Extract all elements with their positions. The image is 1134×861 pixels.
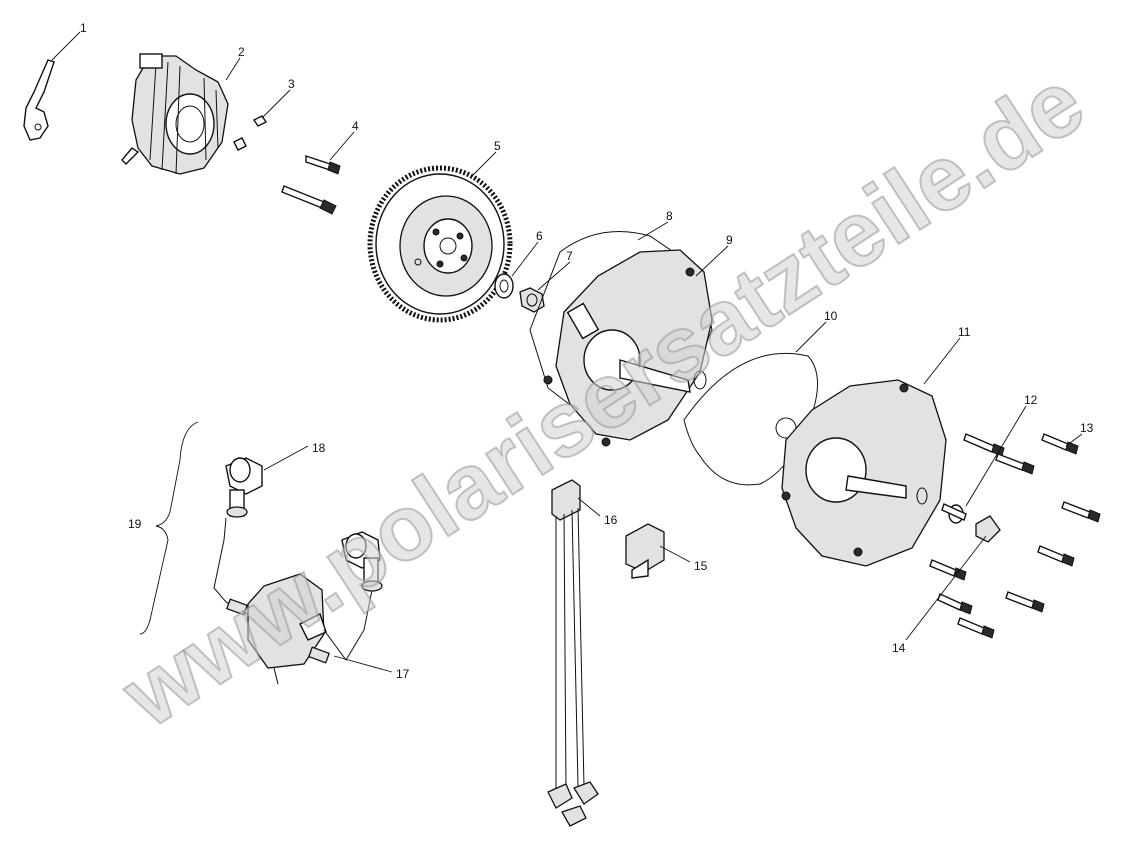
callout-8: 8 <box>666 209 673 223</box>
callout-11: 11 <box>958 325 971 339</box>
callout-1: 1 <box>80 21 87 35</box>
callout-16: 16 <box>604 513 618 527</box>
part-4-bolts <box>281 155 341 215</box>
callout-19: 19 <box>128 517 142 531</box>
watermark: www.polarisersatzteile.de <box>105 50 1102 747</box>
part-15-connector <box>625 523 665 579</box>
callout-numbers: 1 2 3 4 5 6 7 8 9 10 11 12 13 14 15 16 1… <box>80 21 1094 681</box>
callout-5: 5 <box>494 139 501 153</box>
callout-17: 17 <box>396 667 410 681</box>
callout-4: 4 <box>352 119 359 133</box>
callout-13: 13 <box>1080 421 1094 435</box>
part-9-cover <box>543 249 713 447</box>
part-17-ignition-coil <box>213 517 373 685</box>
callout-6: 6 <box>536 229 543 243</box>
part-13-bolts <box>963 433 1101 613</box>
callout-12: 12 <box>1024 393 1038 407</box>
callout-14: 14 <box>892 641 906 655</box>
callout-10: 10 <box>824 309 838 323</box>
part-6-washer <box>494 273 514 299</box>
part-18-spark-plug-caps <box>225 457 383 592</box>
leader-lines <box>51 31 1083 673</box>
callout-2: 2 <box>238 45 245 59</box>
part-19-brace <box>139 421 199 635</box>
part-1-bracket <box>23 59 55 141</box>
part-5-flywheel <box>367 165 513 323</box>
callout-3: 3 <box>288 77 295 91</box>
callout-9: 9 <box>726 233 733 247</box>
callout-18: 18 <box>312 441 326 455</box>
part-11-outer-cover <box>781 379 947 567</box>
callout-7: 7 <box>566 249 573 263</box>
part-3-screws <box>233 115 268 151</box>
callout-15: 15 <box>694 559 708 573</box>
part-16-wire-harness <box>547 479 599 827</box>
part-7-nut <box>519 287 545 313</box>
part-2-stator <box>121 53 229 175</box>
